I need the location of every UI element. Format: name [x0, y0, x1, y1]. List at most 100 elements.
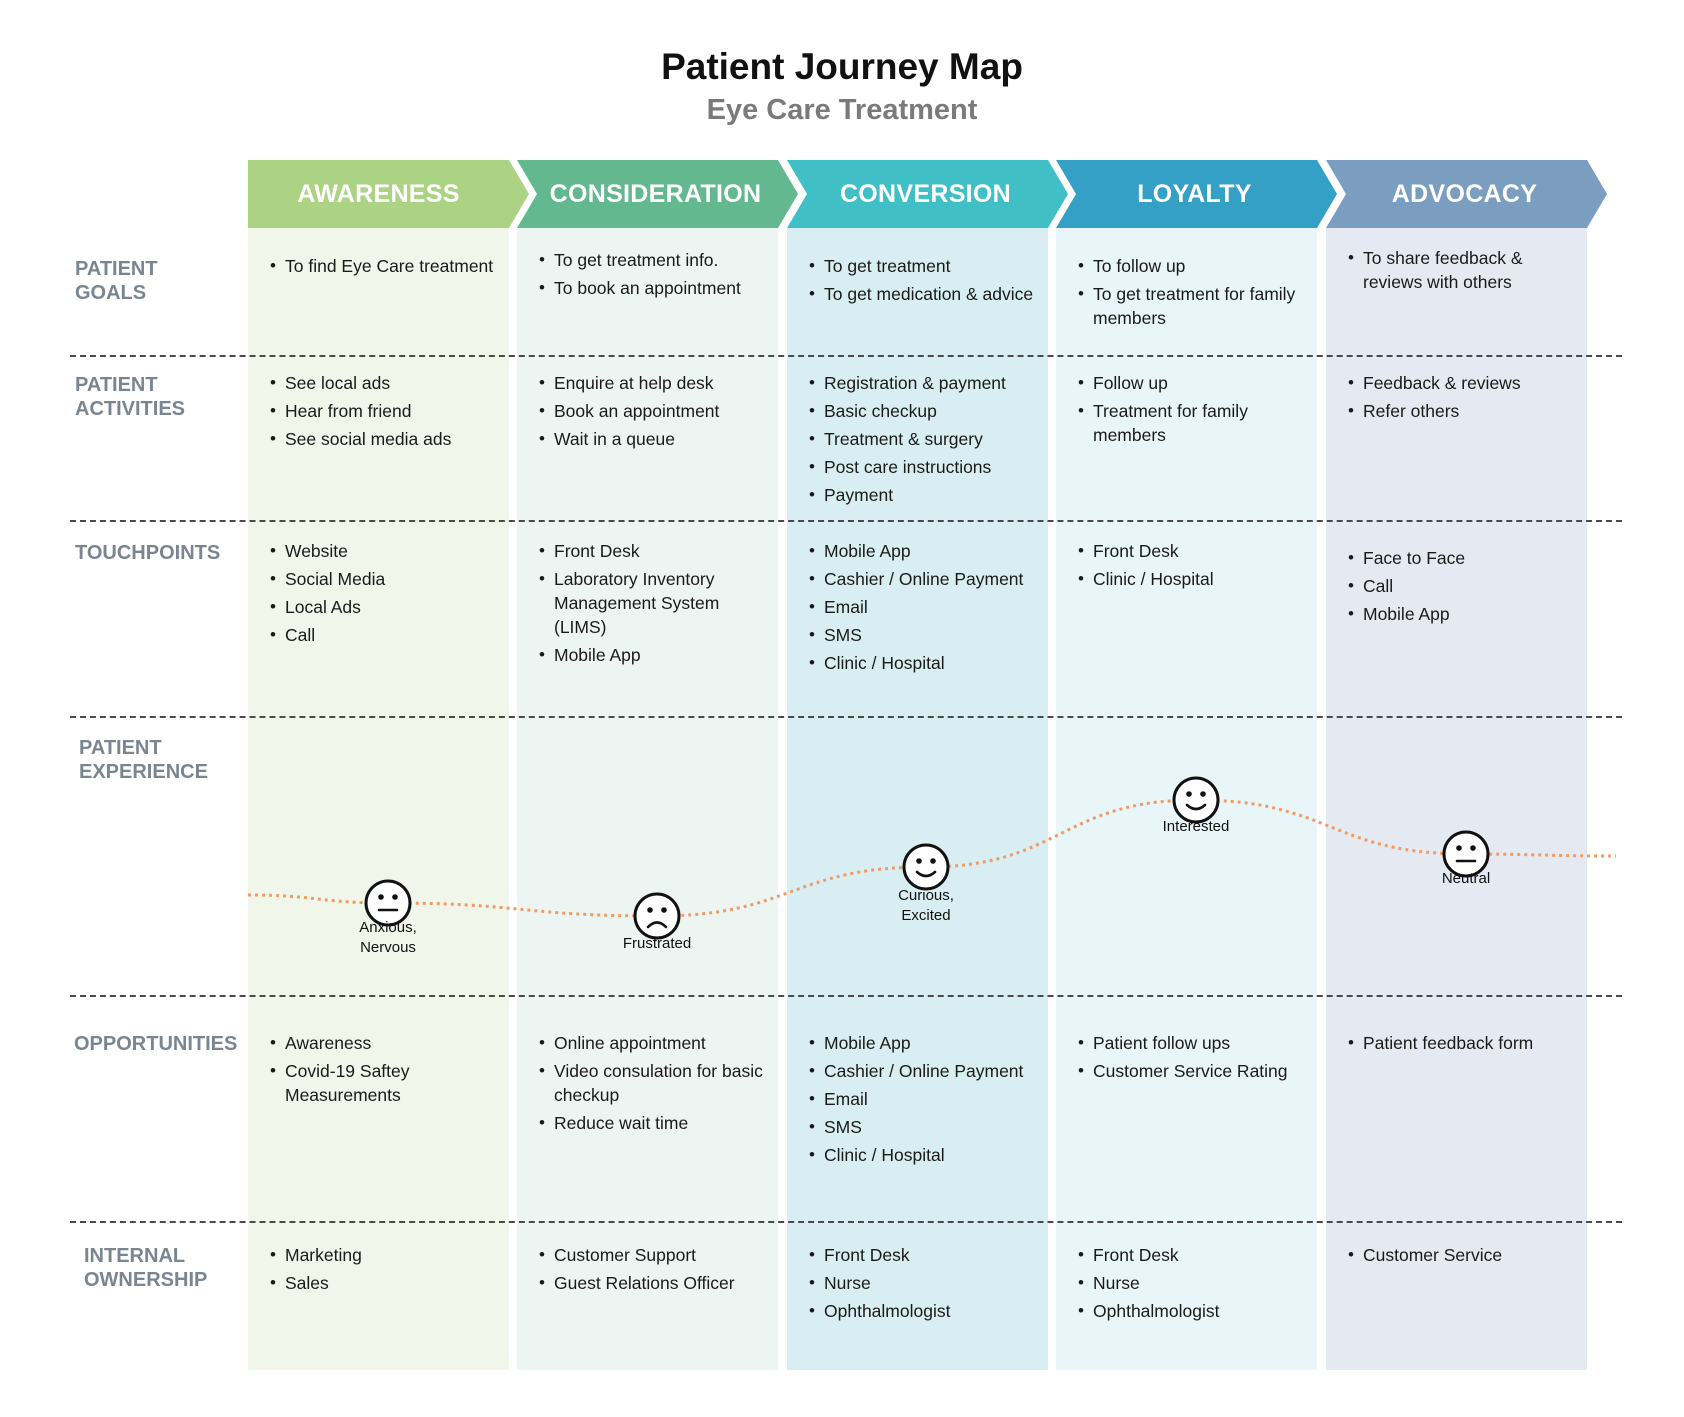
- stage-label-advocacy: ADVOCACY: [1391, 180, 1538, 208]
- emotion-label: Neutral: [1441, 870, 1491, 887]
- list-item: See local ads: [270, 371, 501, 395]
- cell-touchpoints-conversion: Mobile AppCashier / Online PaymentEmailS…: [809, 539, 1040, 679]
- list-item: Customer Service Rating: [1078, 1059, 1309, 1083]
- page-subtitle: Eye Care Treatment: [706, 94, 978, 126]
- list-item: Front Desk: [1078, 539, 1309, 563]
- list-item: Follow up: [1078, 371, 1309, 395]
- list-item: Clinic / Hospital: [809, 651, 1040, 675]
- cell-opportunities-conversion: Mobile AppCashier / Online PaymentEmailS…: [809, 1031, 1040, 1171]
- list-item: Patient follow ups: [1078, 1031, 1309, 1055]
- stage-arrow-advocacy: [1326, 160, 1607, 228]
- list-item: Nurse: [1078, 1271, 1309, 1295]
- list-item: Nurse: [809, 1271, 1040, 1295]
- happy-face-icon: [1172, 776, 1220, 824]
- list-item: Mobile App: [809, 539, 1040, 563]
- list-item: Feedback & reviews: [1348, 371, 1579, 395]
- happy-face-icon: [902, 843, 950, 891]
- cell-touchpoints-loyalty: Front DeskClinic / Hospital: [1078, 539, 1309, 595]
- list-item: To get treatment info.: [539, 248, 770, 272]
- row-divider: [70, 355, 1622, 357]
- emotion-label: Frustrated: [622, 935, 692, 952]
- list-item: Cashier / Online Payment: [809, 567, 1040, 591]
- cell-opportunities-loyalty: Patient follow upsCustomer Service Ratin…: [1078, 1031, 1309, 1087]
- list-item: Sales: [270, 1271, 501, 1295]
- list-item: Marketing: [270, 1243, 501, 1267]
- row-divider: [70, 716, 1622, 718]
- row-label-touchpoints: TOUCHPOINTS: [75, 542, 221, 564]
- list-item: To get medication & advice: [809, 282, 1040, 306]
- list-item: Patient feedback form: [1348, 1031, 1579, 1055]
- list-item: See social media ads: [270, 427, 501, 451]
- neutral-face-icon: [364, 879, 412, 927]
- list-item: Guest Relations Officer: [539, 1271, 770, 1295]
- list-item: To get treatment for family members: [1078, 282, 1309, 330]
- list-item: To get treatment: [809, 254, 1040, 278]
- list-item: Front Desk: [809, 1243, 1040, 1267]
- list-item: SMS: [809, 1115, 1040, 1139]
- list-item: Payment: [809, 483, 1040, 507]
- list-item: Website: [270, 539, 501, 563]
- list-item: Clinic / Hospital: [1078, 567, 1309, 591]
- list-item: Refer others: [1348, 399, 1579, 423]
- list-item: Online appointment: [539, 1031, 770, 1055]
- row-label-patient-experience: PATIENT EXPERIENCE: [79, 737, 208, 783]
- list-item: Mobile App: [539, 643, 770, 667]
- cell-internal-ownership-consideration: Customer SupportGuest Relations Officer: [539, 1243, 770, 1299]
- row-divider: [70, 1221, 1622, 1223]
- row-divider: [70, 520, 1622, 522]
- stage-arrow-awareness: [248, 160, 529, 228]
- row-label-patient-activities: PATIENT ACTIVITIES: [75, 374, 186, 420]
- list-item: To find Eye Care treatment: [270, 254, 501, 278]
- sad-face-icon: [633, 892, 681, 940]
- list-item: Treatment for family members: [1078, 399, 1309, 447]
- list-item: Clinic / Hospital: [809, 1143, 1040, 1167]
- list-item: Customer Support: [539, 1243, 770, 1267]
- cell-opportunities-consideration: Online appointmentVideo consulation for …: [539, 1031, 770, 1139]
- cell-opportunities-awareness: AwarenessCovid-19 Saftey Measurements: [270, 1031, 501, 1111]
- cell-patient-activities-conversion: Registration & paymentBasic checkupTreat…: [809, 371, 1040, 511]
- list-item: Cashier / Online Payment: [809, 1059, 1040, 1083]
- row-label-internal-ownership: INTERNAL OWNERSHIP: [84, 1245, 208, 1291]
- list-item: Wait in a queue: [539, 427, 770, 451]
- list-item: Email: [809, 595, 1040, 619]
- list-item: Face to Face: [1348, 546, 1579, 570]
- cell-patient-activities-consideration: Enquire at help deskBook an appointmentW…: [539, 371, 770, 455]
- cell-internal-ownership-advocacy: Customer Service: [1348, 1243, 1579, 1271]
- stage-label-loyalty: LOYALTY: [1137, 180, 1252, 208]
- list-item: Email: [809, 1087, 1040, 1111]
- list-item: Call: [1348, 574, 1579, 598]
- stage-arrow-conversion: [787, 160, 1068, 228]
- cell-touchpoints-consideration: Front DeskLaboratory Inventory Managemen…: [539, 539, 770, 671]
- list-item: Social Media: [270, 567, 501, 591]
- list-item: Video consulation for basic checkup: [539, 1059, 770, 1107]
- cell-patient-goals-conversion: To get treatment To get medication & advi…: [809, 254, 1040, 310]
- list-item: Local Ads: [270, 595, 501, 619]
- cell-touchpoints-awareness: WebsiteSocial MediaLocal AdsCall: [270, 539, 501, 651]
- list-item: Ophthalmologist: [1078, 1299, 1309, 1323]
- emotion-label: Anxious, Nervous: [359, 919, 417, 956]
- cell-internal-ownership-awareness: MarketingSales: [270, 1243, 501, 1299]
- list-item: Ophthalmologist: [809, 1299, 1040, 1323]
- list-item: Book an appointment: [539, 399, 770, 423]
- row-label-opportunities: OPPORTUNITIES: [74, 1033, 238, 1055]
- row-divider: [70, 995, 1622, 997]
- list-item: Hear from friend: [270, 399, 501, 423]
- cell-patient-goals-consideration: To get treatment info. To book an appoint…: [539, 248, 770, 304]
- stage-arrow-consideration: [517, 160, 798, 228]
- list-item: Post care instructions: [809, 455, 1040, 479]
- stage-label-consideration: CONSIDERATION: [549, 180, 762, 208]
- list-item: Awareness: [270, 1031, 501, 1055]
- cell-patient-activities-advocacy: Feedback & reviewsRefer others: [1348, 371, 1579, 427]
- list-item: To share feedback & reviews with others: [1348, 246, 1579, 294]
- cell-patient-goals-loyalty: To follow up To get treatment for family …: [1078, 254, 1309, 334]
- emotion-label: Curious, Excited: [898, 887, 954, 924]
- list-item: Reduce wait time: [539, 1111, 770, 1135]
- cell-patient-activities-loyalty: Follow up Treatment for family members: [1078, 371, 1309, 451]
- cell-patient-activities-awareness: See local adsHear from friendSee social …: [270, 371, 501, 455]
- cell-patient-goals-advocacy: To share feedback & reviews with others: [1348, 246, 1579, 298]
- list-item: To book an appointment: [539, 276, 770, 300]
- list-item: Laboratory Inventory Management System (…: [539, 567, 770, 639]
- list-item: Registration & payment: [809, 371, 1040, 395]
- list-item: To follow up: [1078, 254, 1309, 278]
